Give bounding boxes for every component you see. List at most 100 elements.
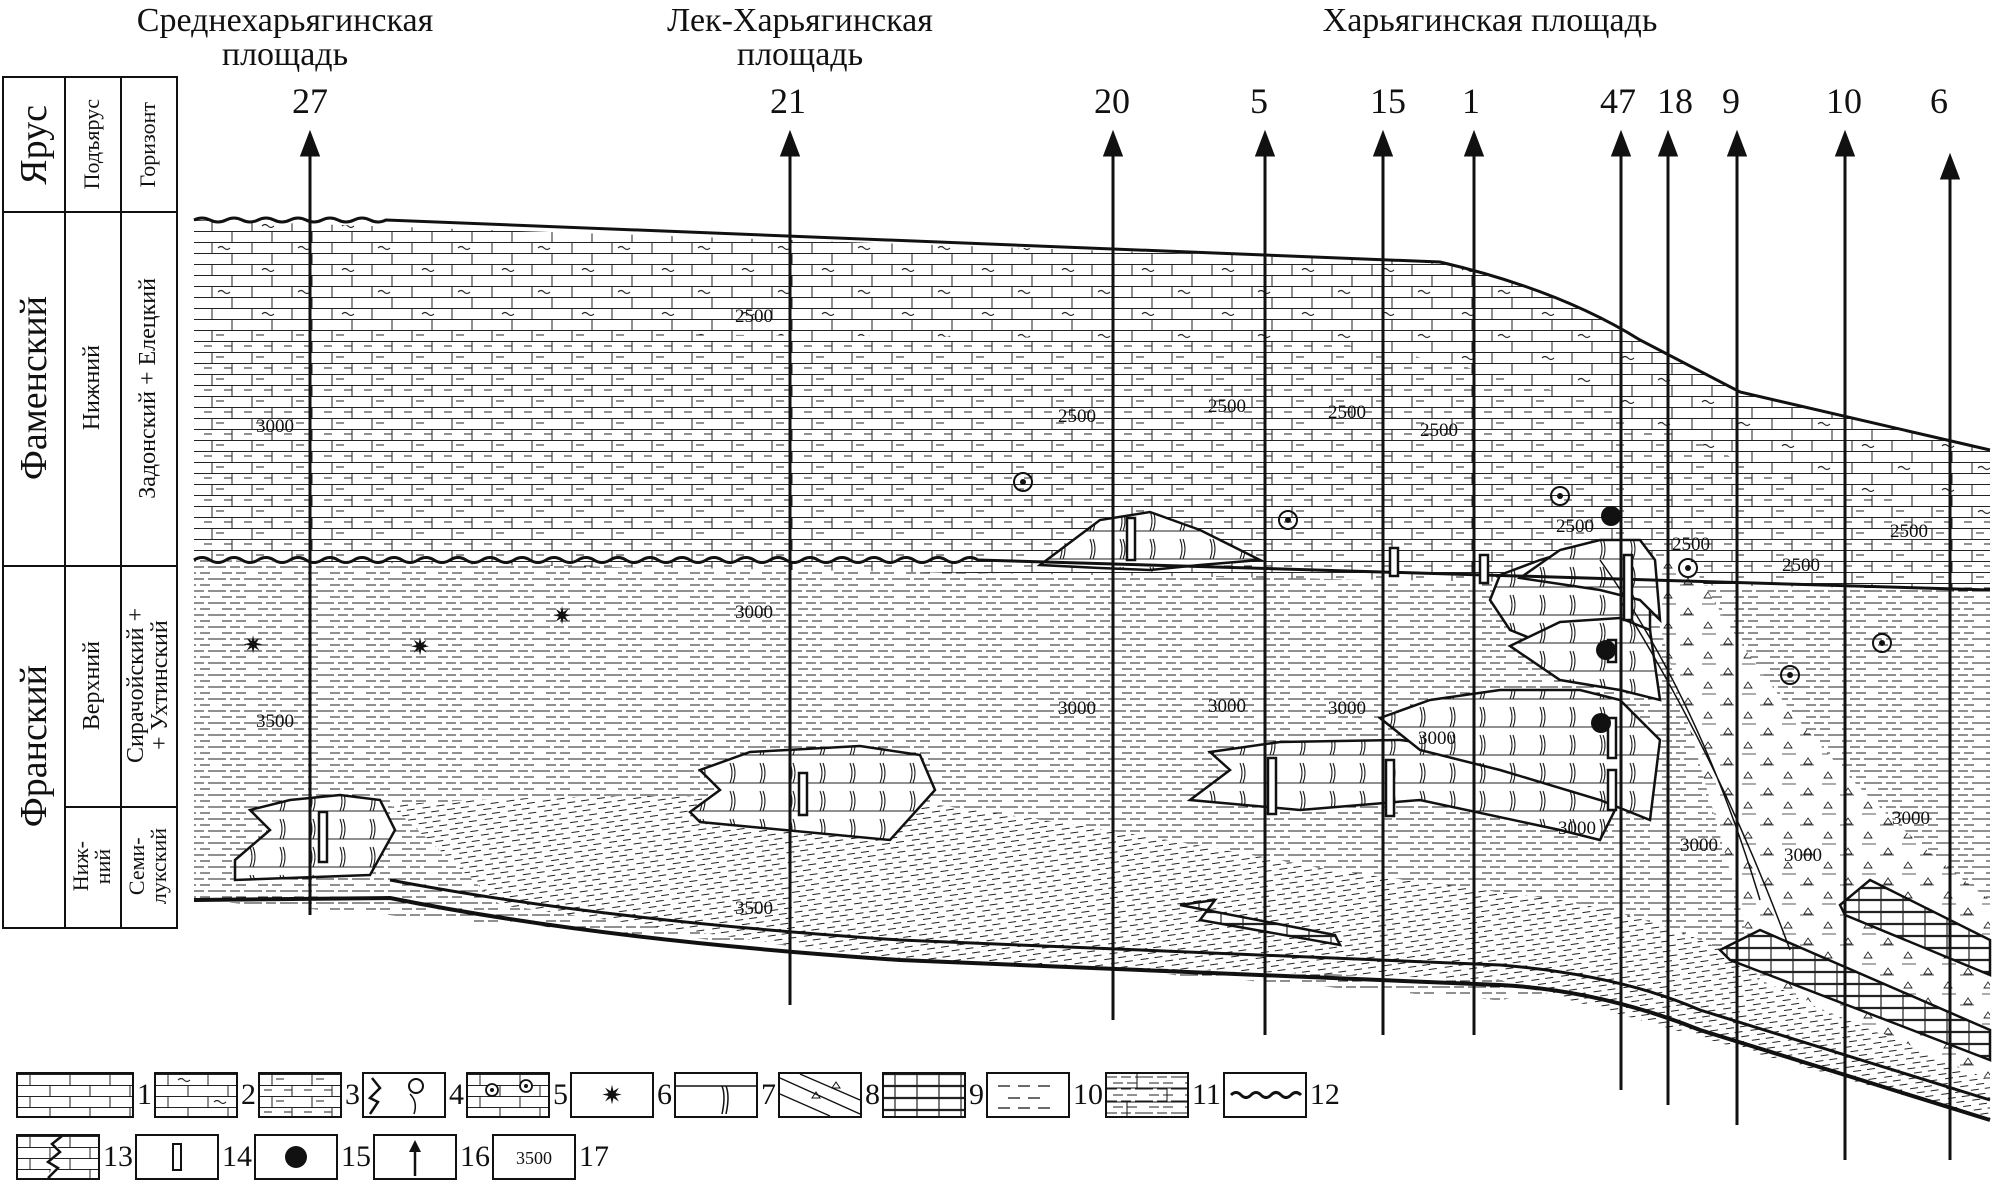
legend-label: 9	[969, 1078, 984, 1111]
oolite-marker	[1278, 510, 1298, 530]
oolite-cores	[1020, 479, 1885, 678]
legend-label: 14	[222, 1140, 252, 1173]
well-number: 27	[292, 81, 328, 121]
legend-swatch-unconformity	[1222, 1072, 1307, 1118]
legend-label: 8	[865, 1078, 880, 1111]
depth-label-2500: 2500	[1328, 402, 1366, 423]
well-10-arrow	[1834, 129, 1856, 157]
test-interval	[1622, 553, 1634, 622]
star-marker: ✷	[552, 602, 572, 630]
svg-text:✷: ✷	[601, 1081, 623, 1111]
legend-swatch-marl	[986, 1072, 1070, 1118]
oil-inflows	[1591, 506, 1621, 733]
depth-label-2500: 2500	[1420, 420, 1458, 441]
depth-label-2500: 2500	[1556, 516, 1594, 537]
legend-label: 16	[460, 1140, 490, 1173]
oolite-markers	[1013, 472, 1892, 685]
legend-label: 17	[579, 1140, 609, 1173]
test-interval	[1266, 756, 1278, 816]
frasnian-base	[193, 895, 1991, 1122]
reef-well-27	[233, 793, 397, 882]
legend-label: 11	[1192, 1078, 1221, 1111]
oolite-marker	[1872, 633, 1892, 653]
legend-swatch-marly-limestone	[258, 1072, 342, 1118]
legend-swatch-depth: 3500	[492, 1134, 576, 1180]
reef-well-20	[1036, 510, 1265, 572]
depth-label-3000: 3000	[1680, 835, 1718, 856]
legend-label: 7	[761, 1078, 776, 1111]
star-marker: ✷	[410, 633, 430, 661]
area-title-kharyaginskaya: Харьягинская площадь	[1322, 2, 1658, 39]
legend-label: 4	[449, 1078, 464, 1111]
slope-clastic-wedge	[1640, 560, 1990, 1080]
well-number: 9	[1722, 81, 1740, 121]
well-number: 6	[1930, 81, 1948, 121]
legend-label: 10	[1073, 1078, 1103, 1111]
depth-label-3000: 3000	[1328, 698, 1366, 719]
oil-inflow-marker	[1601, 506, 1621, 526]
star-markers: ✷ ✷ ✷	[243, 602, 572, 661]
semiluki-base	[389, 878, 1991, 1102]
legend-label: 15	[341, 1140, 371, 1173]
reef-flank-left-lower	[1179, 898, 1343, 947]
well-9-arrow	[1726, 129, 1748, 157]
legend-depth-sample: 3500	[516, 1148, 552, 1168]
legend-row-2: 13 14 15 16 3500 17	[16, 1134, 611, 1180]
well-20-arrow	[1102, 129, 1124, 157]
legend-row-1: 1 2 3 4 5 ✷ 6 7 8 9 10 11	[16, 1072, 1342, 1118]
depth-label-3000: 3000	[1418, 728, 1456, 749]
famennian-frasnian-boundary	[193, 556, 1991, 592]
legend-swatch-limestone	[16, 1072, 134, 1118]
well-18-arrow	[1657, 129, 1679, 157]
well-1-arrow	[1463, 129, 1485, 157]
well-number: 20	[1094, 81, 1130, 121]
legend-swatch-oil-inflow	[254, 1134, 338, 1180]
legend-swatch-slope-clastics	[778, 1072, 862, 1118]
depth-label-3000: 3000	[735, 602, 773, 623]
depth-label-3000: 3000	[1892, 808, 1930, 829]
legend-label: 13	[103, 1140, 133, 1173]
legend-swatch-test-interval	[135, 1134, 219, 1180]
test-interval	[1478, 553, 1490, 585]
depth-label-2500: 2500	[1058, 406, 1096, 427]
depth-label-2500: 2500	[1208, 396, 1246, 417]
depth-label-2500: 2500	[735, 306, 773, 327]
legend-label: 2	[241, 1078, 256, 1111]
legend-label: 6	[657, 1078, 672, 1111]
well-number: 10	[1826, 81, 1862, 121]
test-interval	[317, 810, 329, 864]
oolite-marker	[1678, 558, 1698, 578]
depth-label-2500: 2500	[1782, 555, 1820, 576]
legend-label: 3	[345, 1078, 360, 1111]
depth-label-2500: 2500	[1890, 521, 1928, 542]
legend-swatch-clayey-limestone	[154, 1072, 238, 1118]
depth-label-2500: 2500	[1672, 534, 1710, 555]
well-21-arrow	[779, 129, 801, 157]
oil-inflow-marker	[1596, 640, 1616, 660]
test-interval	[1606, 768, 1618, 812]
well-number: 5	[1250, 81, 1268, 121]
well-number: 1	[1462, 81, 1480, 121]
test-intervals	[317, 516, 1634, 864]
legend-swatch-reef-limestone	[674, 1072, 758, 1118]
legend-swatch-reef-breccia	[362, 1072, 446, 1118]
area-title-lek-kharyaginskaya: Лек-Харьягинская площадь	[667, 2, 933, 73]
legend-label: 1	[137, 1078, 152, 1111]
well-number: 47	[1600, 81, 1636, 121]
boundary-lines	[193, 216, 1991, 1122]
famennian-lower-limestone	[194, 330, 1990, 590]
test-interval	[1384, 758, 1396, 818]
legend-label: 5	[553, 1078, 568, 1111]
legend-swatch-star: ✷	[570, 1072, 654, 1118]
depth-label-3000: 3000	[256, 416, 294, 437]
well-number: 18	[1657, 81, 1693, 121]
depth-label-3000: 3000	[1208, 696, 1246, 717]
stratigraphic-table: Ярус Подъярус Горизонт Фаменский Нижний …	[2, 76, 178, 929]
depth-label-3000: 3000	[1058, 698, 1096, 719]
legend-label: 12	[1309, 1078, 1340, 1111]
well-6-arrow	[1939, 152, 1961, 180]
test-interval	[797, 771, 809, 817]
top-erosion-surface	[193, 216, 1991, 452]
oil-inflow-marker	[1591, 713, 1611, 733]
test-interval	[1388, 546, 1400, 578]
